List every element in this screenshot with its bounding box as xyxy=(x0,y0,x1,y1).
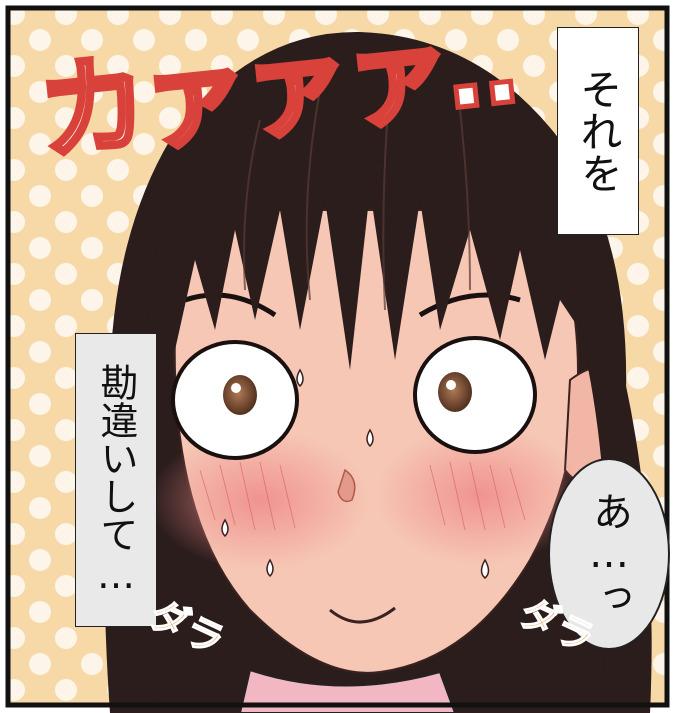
speech-bubble: あ…っ xyxy=(548,458,670,650)
left-eye xyxy=(171,340,299,460)
sweat-drops xyxy=(221,368,490,579)
nose xyxy=(337,468,356,503)
caption-box-top: それを xyxy=(557,27,639,235)
caption-box-left: 勘違いして… xyxy=(75,333,157,627)
mouth xyxy=(329,606,396,624)
speech-bubble-text: あ…っ xyxy=(586,491,632,617)
sfx-sweat-right: ダラ xyxy=(513,589,610,678)
hair-bangs xyxy=(150,62,580,370)
right-eye xyxy=(413,336,537,454)
sfx-sweat-left: ダラ xyxy=(143,591,240,680)
sfx-blush: カァァァ‥ xyxy=(31,0,560,200)
caption-left-text: 勘違いして… xyxy=(94,363,138,597)
collar xyxy=(238,668,457,713)
caption-top-text: それを xyxy=(574,68,623,194)
